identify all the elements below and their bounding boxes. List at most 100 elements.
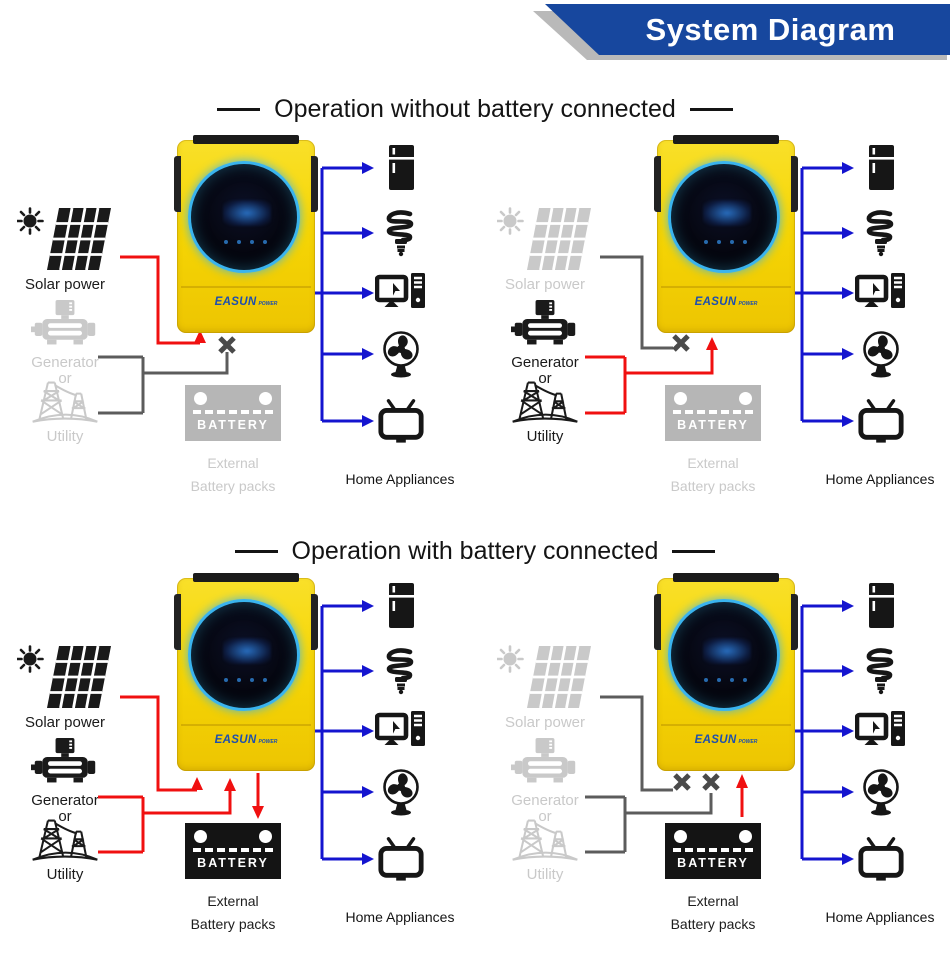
tv-icon — [377, 835, 425, 883]
wire-battery-discharging-to-inverter — [736, 774, 748, 817]
external-battery-caption: External Battery packs — [190, 455, 276, 494]
wire-inverter-to-appliances — [315, 162, 374, 427]
generator-source: Generator or — [10, 300, 120, 387]
battery-dashes — [673, 848, 753, 852]
solar-panel-icon — [17, 206, 113, 272]
tv-icon — [857, 397, 905, 445]
cfl-bulb-icon — [857, 209, 905, 257]
utility-source: Utility — [490, 818, 600, 883]
or-label: or — [538, 808, 552, 825]
display-dots — [224, 678, 228, 682]
solar-panel-icon — [497, 644, 593, 710]
section-title-with-battery: Operation with battery connected — [0, 537, 950, 566]
page-title-banner: System Diagram — [545, 4, 950, 55]
utility-pylon-icon — [503, 818, 587, 864]
generator-label: Generator — [511, 354, 579, 371]
refrigerator-icon — [377, 144, 425, 192]
desktop-computer-icon — [375, 269, 427, 317]
solar-power-label: Solar power — [504, 714, 586, 731]
generator-icon — [511, 738, 579, 791]
solar-panel-icon — [497, 206, 593, 272]
wire-inverter-to-appliances — [795, 600, 854, 865]
refrigerator-icon — [857, 582, 905, 630]
generator-label: Generator — [31, 354, 99, 371]
home-appliances-caption: Home Appliances — [345, 471, 455, 487]
fan-icon — [377, 330, 425, 378]
inverter-heatsink-fin — [311, 156, 318, 212]
inverter-display — [668, 161, 780, 273]
solar-power-source: Solar power — [10, 206, 120, 293]
home-appliances-caption: Home Appliances — [345, 909, 455, 925]
or-label: or — [58, 808, 72, 825]
generator-label: Generator — [31, 792, 99, 809]
display-dots — [224, 240, 228, 244]
external-battery: BATTERY — [185, 385, 281, 441]
battery-terminal — [259, 392, 272, 405]
inverter-heatsink-fin — [654, 156, 661, 212]
page-title: System Diagram — [645, 11, 896, 47]
utility-label: Utility — [46, 428, 84, 445]
inverter-mount-bracket — [673, 573, 779, 582]
inverter-seam — [181, 286, 311, 288]
battery-terminal — [194, 392, 207, 405]
inverter-heatsink-fin — [174, 594, 181, 650]
wire-inverter-to-appliances — [315, 600, 374, 865]
generator-label: Generator — [511, 792, 579, 809]
x-mark — [218, 336, 236, 354]
generator-source: Generator or — [490, 300, 600, 387]
inverter-display — [188, 599, 300, 711]
refrigerator-icon — [857, 144, 905, 192]
external-battery: BATTERY — [665, 823, 761, 879]
battery-terminal — [194, 830, 207, 843]
fan-icon — [377, 768, 425, 816]
diagram-grid-mode-no-battery: Solar power Generator or Utility — [480, 130, 950, 530]
desktop-computer-icon — [855, 269, 907, 317]
desktop-computer-icon — [855, 707, 907, 755]
battery-text: BATTERY — [197, 856, 269, 870]
inverter-seam — [181, 724, 311, 726]
battery-text: BATTERY — [197, 418, 269, 432]
x-mark — [672, 334, 690, 352]
external-battery: BATTERY — [185, 823, 281, 879]
utility-pylon-icon — [503, 380, 587, 426]
home-appliances-caption: Home Appliances — [825, 471, 935, 487]
display-dots — [704, 678, 708, 682]
home-appliances — [856, 130, 908, 460]
inverter-heatsink-fin — [654, 594, 661, 650]
battery-terminal — [739, 830, 752, 843]
generator-icon — [31, 738, 99, 791]
fan-icon — [857, 768, 905, 816]
battery-text: BATTERY — [677, 856, 749, 870]
utility-source: Utility — [490, 380, 600, 445]
battery-terminal — [259, 830, 272, 843]
external-battery: BATTERY — [665, 385, 761, 441]
inverter-display — [188, 161, 300, 273]
display-glyph — [703, 638, 751, 664]
battery-dashes — [673, 410, 753, 414]
or-label: or — [58, 370, 72, 387]
inverter-heatsink-fin — [791, 594, 798, 650]
utility-pylon-icon — [23, 380, 107, 426]
battery-text: BATTERY — [677, 418, 749, 432]
inverter-heatsink-fin — [791, 156, 798, 212]
inverter-mount-bracket — [193, 573, 299, 582]
inverter-seam — [661, 286, 791, 288]
home-appliances — [376, 130, 428, 460]
inverter-heatsink-fin — [174, 156, 181, 212]
generator-source: Generator or — [490, 738, 600, 825]
diagram-solar-mode-no-battery: Solar power Generator or Utility — [0, 130, 475, 530]
external-battery-caption: External Battery packs — [670, 455, 756, 494]
refrigerator-icon — [377, 582, 425, 630]
desktop-computer-icon — [375, 707, 427, 755]
section-title-without-battery: Operation without battery connected — [0, 95, 950, 124]
tv-icon — [377, 397, 425, 445]
wire-inverter-to-appliances — [795, 162, 854, 427]
home-appliances-caption: Home Appliances — [825, 909, 935, 925]
diagram-solar-grid-charging-battery: Solar power Generator or Utility — [0, 568, 475, 959]
